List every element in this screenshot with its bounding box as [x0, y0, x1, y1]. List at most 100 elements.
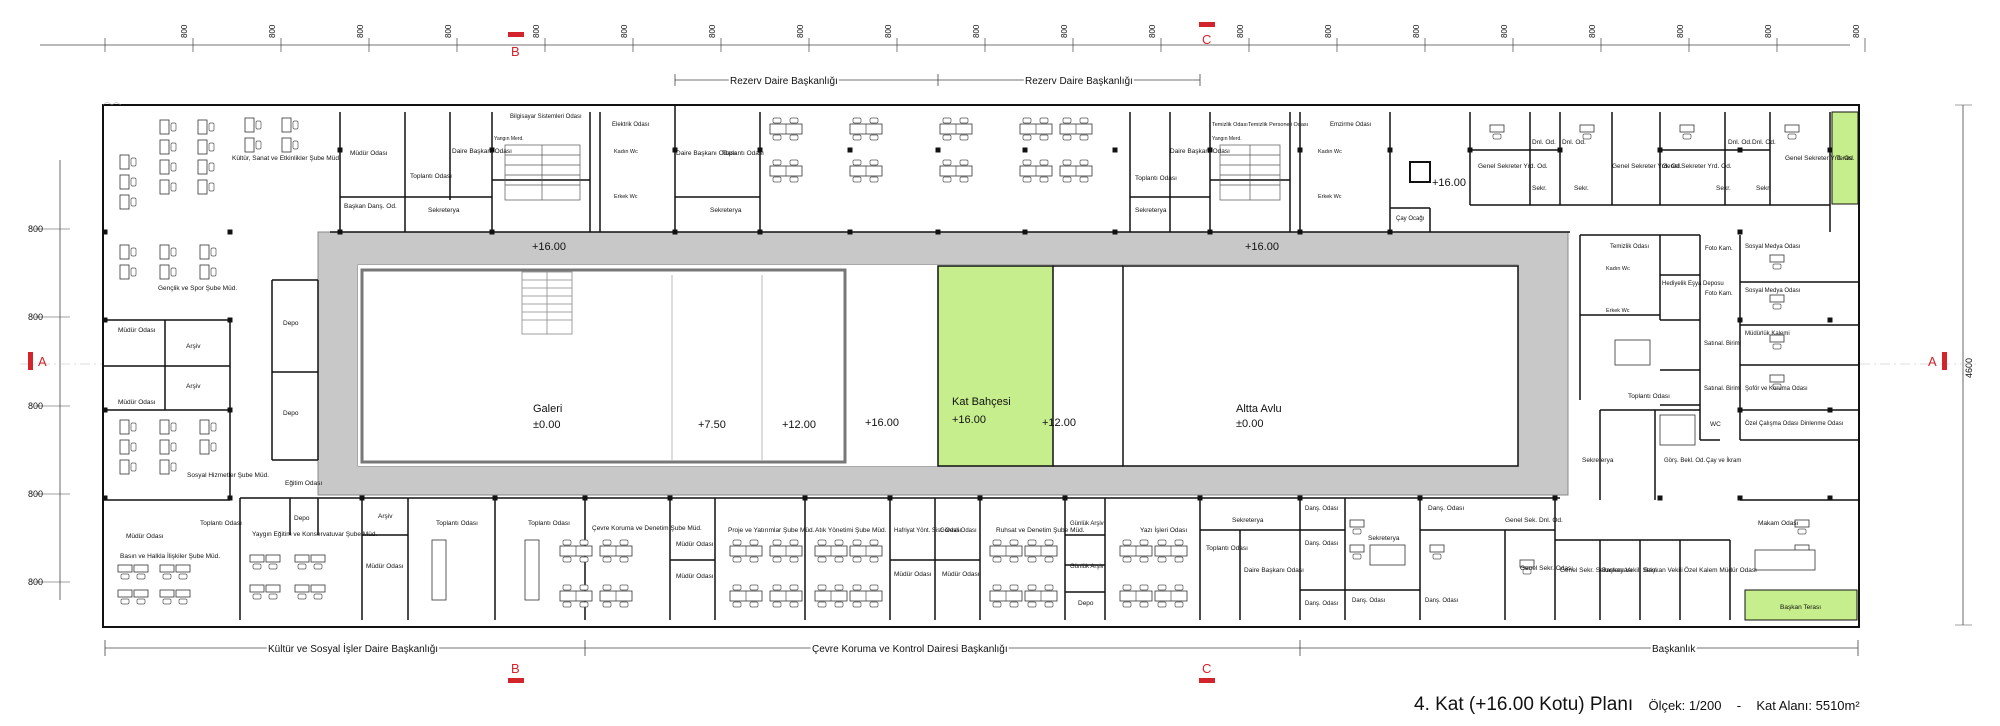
dim-top-11: 800 — [1060, 24, 1069, 38]
room-arsiv-1: Arşiv — [186, 343, 201, 350]
elevator-shaft — [1409, 161, 1431, 183]
room-egitim-odasi: Eğitim Odası — [285, 480, 322, 487]
north-stair-1 — [504, 144, 581, 201]
conference-tables — [431, 339, 1816, 601]
room-sekreterya-1: Sekreterya — [428, 207, 460, 214]
room-sekr-3: Sekr. — [1716, 185, 1731, 192]
room-bilgisayar: Bilgisayar Sistemleri Odası — [510, 114, 582, 120]
dept-rezerv-2: Rezerv Daire Başkanlığı — [1025, 76, 1133, 87]
dim-top-14: 800 — [1324, 24, 1333, 38]
room-erkek-wc-2: Erkek Wc — [1318, 194, 1342, 200]
room-genel-sek-yrd-3: Genel Sekreter Yrd. Od. — [1662, 163, 1732, 170]
room-ozel-calisma: Özel Çalışma Odası Dinlenme Odası — [1745, 420, 1844, 427]
label-stair-level: +16.00 — [1432, 177, 1466, 189]
room-toplanti-7: Toplantı Odası — [1206, 545, 1248, 552]
room-daire-baskani-2: Daire Başkanı Odası — [676, 150, 736, 157]
room-mudur-9: Müdür Odası — [942, 571, 980, 578]
room-temizlik-personel: Temizlik Personeli Odası — [1248, 122, 1308, 128]
room-mudur-3: Müdür Odası — [118, 399, 156, 406]
label-galeri-level: ±0.00 — [533, 419, 560, 431]
room-genel-sek-odasi: Genel Sekr. Odası — [1520, 565, 1573, 572]
room-sekr-4: Sekr. — [1756, 185, 1771, 192]
room-danis-top: Danş. Odası — [1428, 505, 1464, 512]
room-arsiv-3: Arşiv — [378, 513, 393, 520]
room-dnl-od-4: Dnl. Od. — [1752, 139, 1776, 146]
room-arsiv-2: Arşiv — [186, 383, 201, 390]
dim-right-total: 4600 — [1964, 358, 1974, 378]
room-danis-3: Danş. Odası — [1305, 601, 1339, 607]
room-toplanti-4: Toplantı Odası — [200, 520, 242, 527]
right-dimension-line: 4600 — [1955, 104, 1974, 626]
section-c-bottom-label: C — [1202, 661, 1211, 676]
label-level-1200-a: +12.00 — [782, 419, 816, 431]
room-gunluk-arsiv-2: Günlük Arşiv — [1070, 564, 1104, 570]
label-altta-avlu: Altta Avlu — [1236, 403, 1282, 415]
room-proje-yatirimlar: Proje ve Yatırımlar Şube Müd. — [728, 527, 815, 534]
dim-top-8: 800 — [796, 24, 805, 38]
dim-top-16: 800 — [1500, 24, 1509, 38]
north-walls — [330, 105, 1831, 233]
room-ozel-kalem: Özel Kalem Müdür Odası — [1684, 566, 1757, 574]
room-satinal-1: Satınal. Birimi — [1704, 341, 1741, 347]
dim-top-13: 800 — [1236, 24, 1245, 38]
room-temizlik-2: Temizlik Odası — [1610, 244, 1649, 250]
label-corridor-level-2: +16.00 — [1245, 241, 1279, 253]
dim-top-2: 800 — [268, 24, 277, 38]
room-mudur-7: Müdür Odası — [676, 573, 714, 580]
room-danis-5: Danş. Odası — [1425, 598, 1459, 604]
dim-left-1: 800 — [28, 224, 43, 234]
section-c-top-mark — [1199, 22, 1215, 27]
room-kadin-wc-1: Kadın Wc — [614, 149, 638, 155]
dept-baskanlik: Başkanlık — [1652, 644, 1696, 655]
dept-rezerv-1: Rezerv Daire Başkanlığı — [730, 76, 838, 87]
dim-top-20: 800 — [1852, 24, 1861, 38]
label-altta-avlu-level: ±0.00 — [1236, 418, 1263, 430]
dim-top-4: 800 — [444, 24, 453, 38]
room-foto-1: Foto Kam. — [1705, 246, 1733, 252]
section-a-left-mark — [28, 352, 33, 370]
room-toplanti-1: Toplantı Odası — [410, 173, 452, 180]
label-kat-bahcesi: Kat Bahçesi — [952, 396, 1011, 408]
room-yangin-2: Yangın Merd. — [1212, 136, 1242, 142]
room-hafriyat: Hafriyat Yönt. Sist. Odası — [894, 528, 962, 534]
building — [102, 101, 1860, 628]
section-b-top-mark — [508, 32, 524, 37]
room-basin-halkla: Basın ve Halkla İlişkiler Şube Müd. — [120, 551, 220, 560]
room-mudur-6: Müdür Odası — [676, 541, 714, 548]
courtyard-labels: Galeri ±0.00 +7.50 +12.00 +16.00 Kat Bah… — [532, 177, 1466, 431]
room-daire-baskani-3: Daire Başkanı Odası — [1170, 148, 1230, 155]
room-toplanti-2: Toplantı Odası — [722, 150, 764, 157]
room-mudurluk-kalemi: Müdürlük Kalemi — [1745, 331, 1790, 337]
room-gorevli: Görevli Odası — [940, 528, 977, 534]
room-yazi-isleri: Yazı İşleri Odası — [1140, 525, 1187, 534]
room-sekreterya-3: Sekreterya — [1135, 207, 1167, 214]
left-dimension-line: 800 800 800 800 800 — [28, 160, 70, 600]
room-sofor: Şoför ve Koruma Odası — [1745, 386, 1808, 392]
room-yangin-1: Yangın Merd. — [494, 136, 524, 142]
room-daire-baskani-4: Daire Başkanı Odası — [1244, 567, 1304, 574]
room-depo-1: Depo — [283, 320, 299, 327]
altta-avlu — [1122, 265, 1519, 467]
dim-left-2: 800 — [28, 312, 43, 322]
west-walls — [103, 279, 319, 501]
room-genel-sek-yrd-1: Genel Sekreter Yrd. Od. — [1478, 163, 1548, 170]
room-dnl-od-1: Dnl. Od. — [1532, 139, 1556, 146]
label-corridor-level-1: +16.00 — [532, 241, 566, 253]
room-erkek-wc-3: Erkek Wc — [1606, 308, 1630, 314]
section-a-right-mark — [1942, 352, 1947, 370]
room-satinal-2: Satınal. Birimi — [1704, 386, 1741, 392]
dim-top-15: 800 — [1412, 24, 1421, 38]
room-gunluk-arsiv-1: Günlük Arşiv — [1070, 521, 1104, 527]
north-stair-2 — [1219, 144, 1281, 201]
baskan-terasi — [1744, 589, 1858, 621]
room-baskan-terasi: Başkan Terası — [1780, 604, 1821, 611]
room-dnl-od-3: Dnl. Od. — [1728, 139, 1752, 146]
room-temizlik-1: Temizlik Odası — [1212, 122, 1248, 128]
room-makam: Makam Odası — [1758, 520, 1799, 527]
room-sekr-2: Sekr. — [1574, 185, 1589, 192]
room-mudur-1: Müdür Odası — [350, 150, 388, 157]
room-kadin-wc-3: Kadın Wc — [1606, 266, 1630, 272]
dim-left-4: 800 — [28, 489, 43, 499]
plan-title-separator: - — [1736, 698, 1742, 713]
